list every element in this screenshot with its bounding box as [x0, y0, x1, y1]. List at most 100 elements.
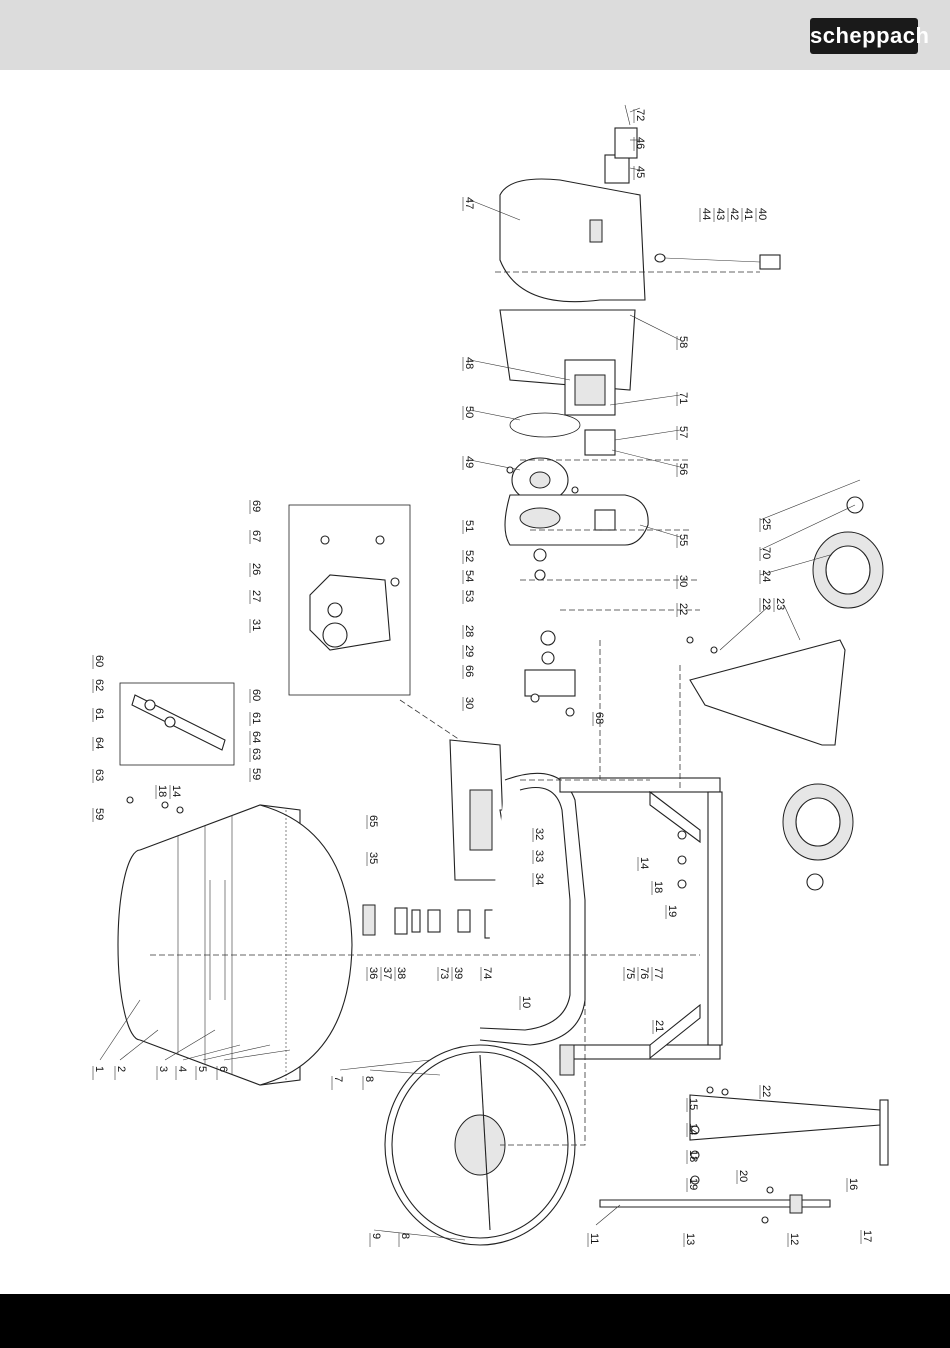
brand-logo: scheppach [810, 18, 918, 54]
part-label: 59 [93, 808, 105, 820]
motor [565, 360, 615, 415]
part-label: 70 [760, 547, 772, 559]
part-label: 30 [463, 697, 475, 709]
gear-stack [363, 905, 470, 935]
belt-pulley [510, 413, 580, 502]
part-label: 31 [250, 619, 262, 631]
part-label: 75 [624, 967, 636, 979]
part-label: 30 [677, 575, 689, 587]
part-label: 14 [638, 857, 650, 869]
part-label: 3 [157, 1066, 169, 1072]
part-label: 71 [677, 392, 689, 404]
part-label: 61 [250, 712, 262, 724]
part-label: 66 [463, 665, 475, 677]
part-label: 19 [666, 905, 678, 917]
part-label: 57 [677, 426, 689, 438]
part-label: 50 [463, 406, 475, 418]
part-label: 9 [370, 1233, 382, 1239]
part-label: 34 [533, 873, 545, 885]
part-label: 5 [196, 1066, 208, 1072]
shaft-bracket [525, 670, 575, 696]
part-label: 8 [363, 1076, 375, 1082]
part-label: 37 [381, 967, 393, 979]
part-label: 12 [788, 1233, 800, 1245]
part-label: 55 [677, 534, 689, 546]
part-label: 65 [367, 815, 379, 827]
part-label: 58 [677, 336, 689, 348]
part-label: 61 [93, 708, 105, 720]
part-label: 22 [760, 1085, 772, 1097]
part-label: 48 [463, 357, 475, 369]
motor-cover [500, 179, 645, 390]
part-label: 47 [463, 197, 475, 209]
part-label: 49 [463, 456, 475, 468]
part-label: 13 [684, 1233, 696, 1245]
part-label: 26 [250, 563, 262, 575]
part-label: 76 [638, 967, 650, 979]
part-label: 73 [438, 967, 450, 979]
part-label: 7 [332, 1076, 344, 1082]
part-label: 4 [176, 1066, 188, 1072]
part-label: 29 [463, 645, 475, 657]
part-label: 64 [93, 737, 105, 749]
part-label: 62 [93, 679, 105, 691]
part-label: 72 [634, 109, 646, 121]
part-label: 52 [463, 550, 475, 562]
motor-plate [505, 495, 648, 545]
stand-leg [690, 1095, 880, 1140]
part-label: 22 [760, 598, 772, 610]
page-footer [0, 1294, 950, 1348]
part-label: 20 [737, 1170, 749, 1182]
part-label: 64 [250, 731, 262, 743]
part-label: 21 [653, 1020, 665, 1032]
part-label: 46 [634, 137, 646, 149]
exploded-parts-diagram: 7246454744434241405848507157564969672627… [0, 70, 950, 1294]
motor-bracket [585, 430, 615, 455]
part-label: 19 [687, 1178, 699, 1190]
part-label: 1 [93, 1066, 105, 1072]
part-label: 56 [677, 463, 689, 475]
page-header [0, 0, 950, 70]
part-label: 36 [367, 967, 379, 979]
part-label: 43 [714, 208, 726, 220]
part-label: 27 [250, 590, 262, 602]
part-label: 60 [93, 655, 105, 667]
part-label: 69 [250, 500, 262, 512]
part-label: 8 [399, 1233, 411, 1239]
part-label: 63 [93, 769, 105, 781]
part-label: 14 [687, 1123, 699, 1135]
part-label: 45 [634, 166, 646, 178]
part-label: 24 [760, 570, 772, 582]
part-label: 77 [652, 967, 664, 979]
part-label: 38 [395, 967, 407, 979]
mixer-drum [118, 805, 352, 1085]
bearing-housing [310, 575, 390, 650]
part-label: 68 [593, 712, 605, 724]
part-label: 44 [700, 208, 712, 220]
part-label: 11 [588, 1233, 600, 1244]
part-label: 22 [677, 603, 689, 615]
part-label: 54 [463, 570, 475, 582]
part-label: 18 [652, 881, 664, 893]
part-label: 42 [728, 208, 740, 220]
part-label: 74 [481, 967, 493, 979]
part-label: 14 [170, 785, 182, 797]
part-label: 33 [533, 850, 545, 862]
part-label: 28 [463, 625, 475, 637]
part-label: 40 [756, 208, 768, 220]
part-label: 15 [687, 1098, 699, 1110]
part-label: 23 [774, 598, 786, 610]
part-label: 17 [861, 1230, 873, 1242]
part-label: 35 [367, 852, 379, 864]
part-label: 32 [533, 828, 545, 840]
part-label: 2 [115, 1066, 127, 1072]
part-label: 53 [463, 590, 475, 602]
part-label: 59 [250, 768, 262, 780]
part-label: 67 [250, 530, 262, 542]
part-label: 10 [520, 996, 532, 1008]
part-label: 51 [463, 520, 475, 532]
part-label: 18 [156, 785, 168, 797]
part-label: 60 [250, 689, 262, 701]
part-label: 39 [452, 967, 464, 979]
part-label: 18 [687, 1150, 699, 1162]
